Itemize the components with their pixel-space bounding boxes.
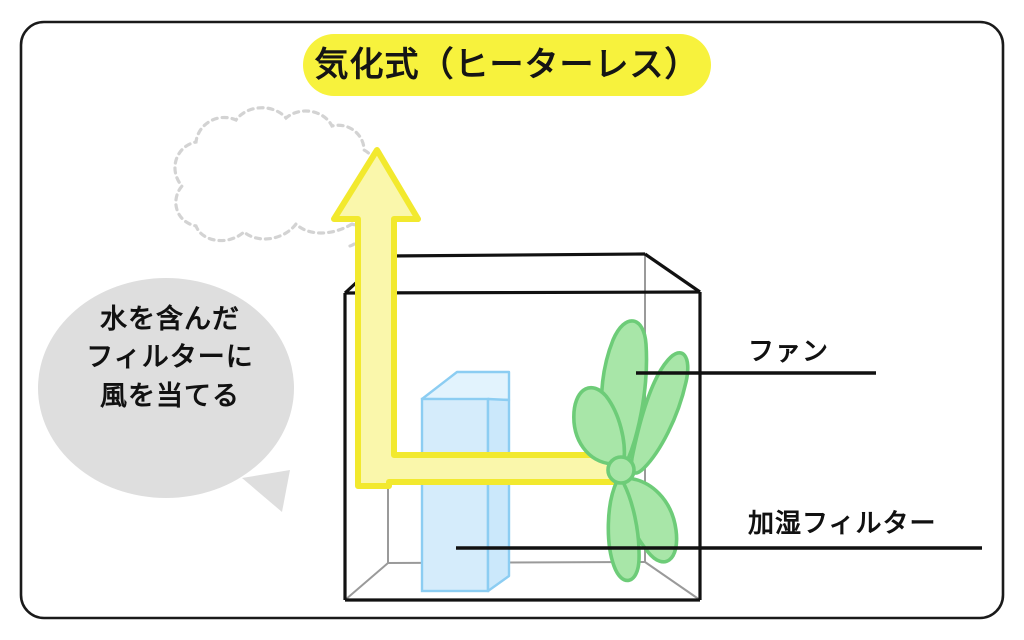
speech-bubble-text: 水を含んだ フィルターに 風を当てる — [60, 300, 280, 415]
speech-bubble-line-3: 風を当てる — [100, 380, 240, 411]
speech-bubble-line-2: フィルターに — [86, 342, 254, 373]
callout-label-humidifying-filter: 加湿フィルター — [748, 508, 937, 538]
speech-bubble — [38, 278, 294, 512]
callout-leaders — [456, 371, 982, 550]
fan-propeller — [572, 319, 690, 583]
speech-bubble-line-1: 水を含んだ — [100, 304, 240, 334]
outer-frame — [19, 20, 1005, 620]
diagram-title-pill: 気化式（ヒーターレス） — [303, 34, 711, 96]
vapor-cloud — [173, 106, 380, 248]
page-title: 気化式（ヒーターレス） — [314, 46, 700, 84]
humidifying-filter — [420, 370, 511, 593]
callout-label-fan: ファン — [748, 336, 830, 366]
airflow-arrow — [331, 147, 623, 489]
